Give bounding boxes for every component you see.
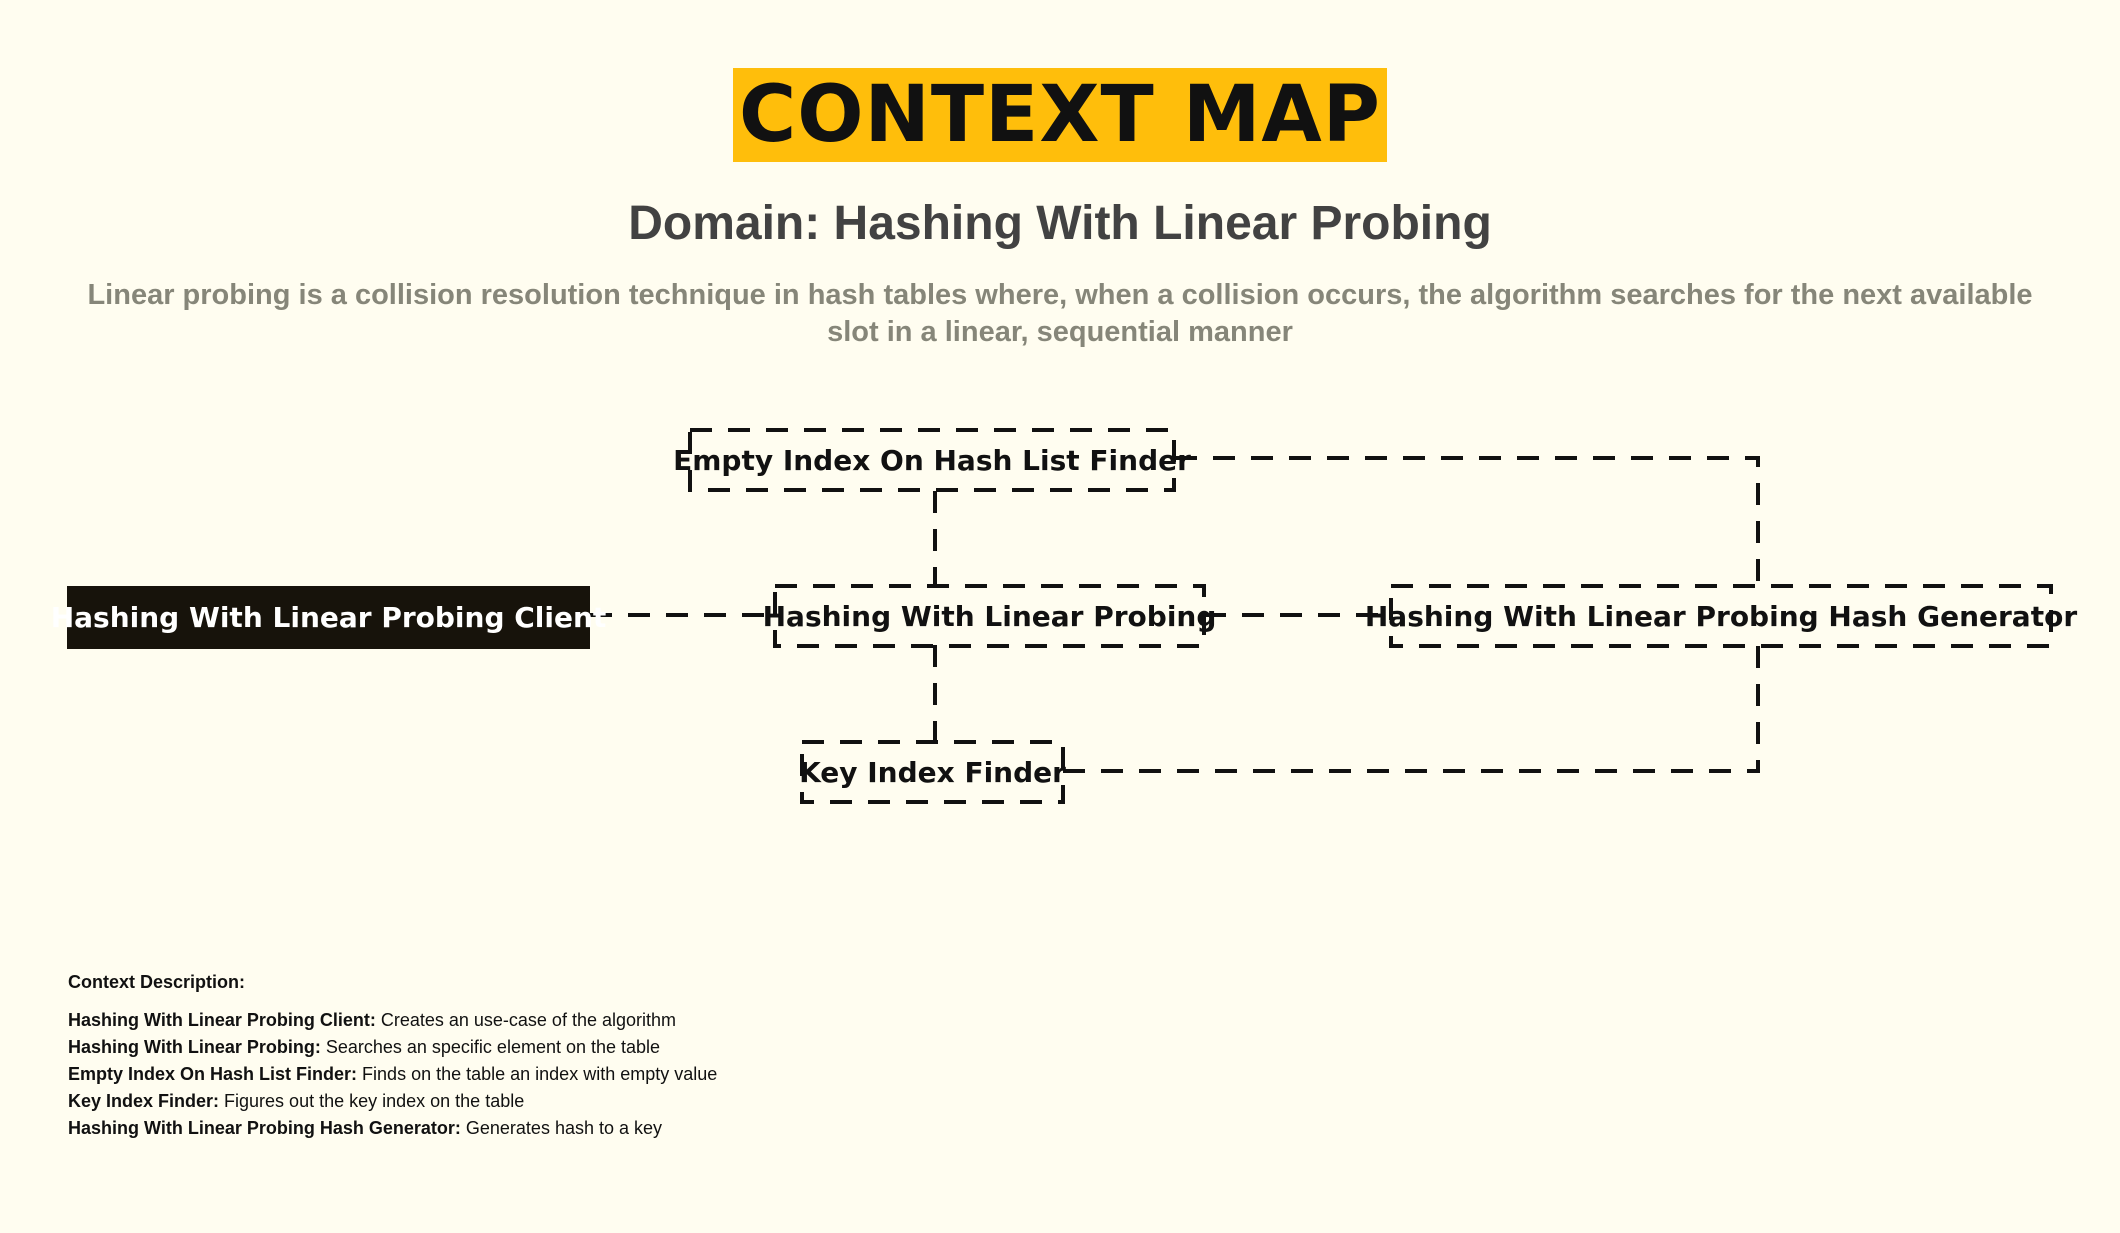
legend-item: Hashing With Linear Probing: Searches an… [68,1034,717,1061]
legend-item-text: Searches an specific element on the tabl… [320,1037,661,1057]
box-border-core [773,584,1206,648]
context-key-index-finder: Key Index Finder [799,755,1066,789]
legend-item-name: Empty Index On Hash List Finder: [68,1064,358,1084]
legend-item: Hashing With Linear Probing Client: Crea… [68,1007,717,1034]
legend-item-text: Creates an use-case of the algorithm [375,1010,676,1030]
legend-item: Hashing With Linear Probing Hash Generat… [68,1115,717,1142]
legend-item-name: Hashing With Linear Probing: [68,1037,321,1057]
box-border-hash-generator [1389,584,2053,648]
legend-item-text: Figures out the key index on the table [219,1091,525,1111]
title-container: CONTEXT MAP [0,68,2120,162]
context-description-legend: Context Description: Hashing With Linear… [68,972,717,1142]
box-border-key-index [800,740,1065,804]
legend-item-name: Hashing With Linear Probing Client: [68,1010,376,1030]
legend-item-name: Key Index Finder: [68,1091,220,1111]
context-core: Hashing With Linear Probing [762,599,1217,633]
page-title: CONTEXT MAP [733,68,1387,162]
context-empty-index-finder: Empty Index On Hash List Finder [673,443,1191,477]
legend-item-text: Generates hash to a key [460,1118,663,1138]
legend-item: Key Index Finder: Figures out the key in… [68,1088,717,1115]
legend-heading: Context Description: [68,972,246,992]
legend-item: Empty Index On Hash List Finder: Finds o… [68,1061,717,1088]
domain-description: Linear probing is a collision resolution… [87,279,2033,348]
connector-empty-generator [1175,456,1760,586]
domain-subtitle: Domain: Hashing With Linear Probing [628,197,1492,250]
context-client: Hashing With Linear Probing Client [51,586,606,649]
box-border-empty-index [688,428,1176,492]
legend-item-name: Hashing With Linear Probing Hash Generat… [68,1118,461,1138]
context-hash-generator: Hashing With Linear Probing Hash Generat… [1364,599,2078,633]
legend-item-text: Finds on the table an index with empty v… [357,1064,718,1084]
connector-key-generator [1063,645,1760,773]
